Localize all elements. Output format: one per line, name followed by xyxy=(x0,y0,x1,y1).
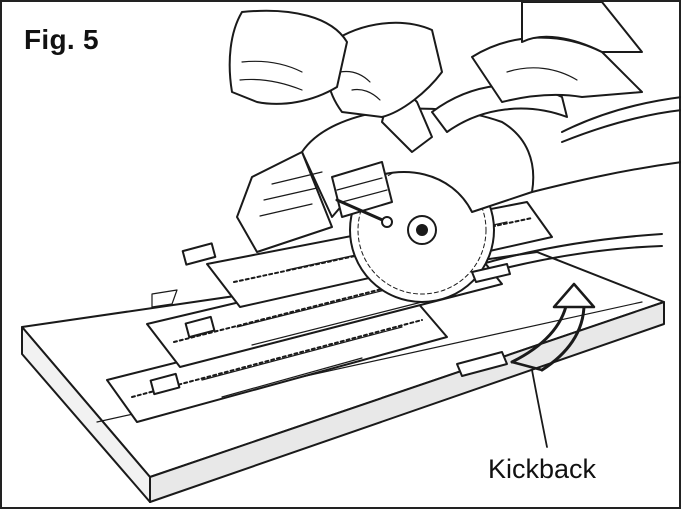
kickback-arrow-icon xyxy=(510,282,596,448)
saw-body xyxy=(236,107,535,253)
figure-title: Fig. 5 xyxy=(24,24,99,55)
wood-chip xyxy=(151,263,511,377)
operator-hands xyxy=(228,2,643,118)
kickback-callout-label: Kickback xyxy=(488,454,597,484)
